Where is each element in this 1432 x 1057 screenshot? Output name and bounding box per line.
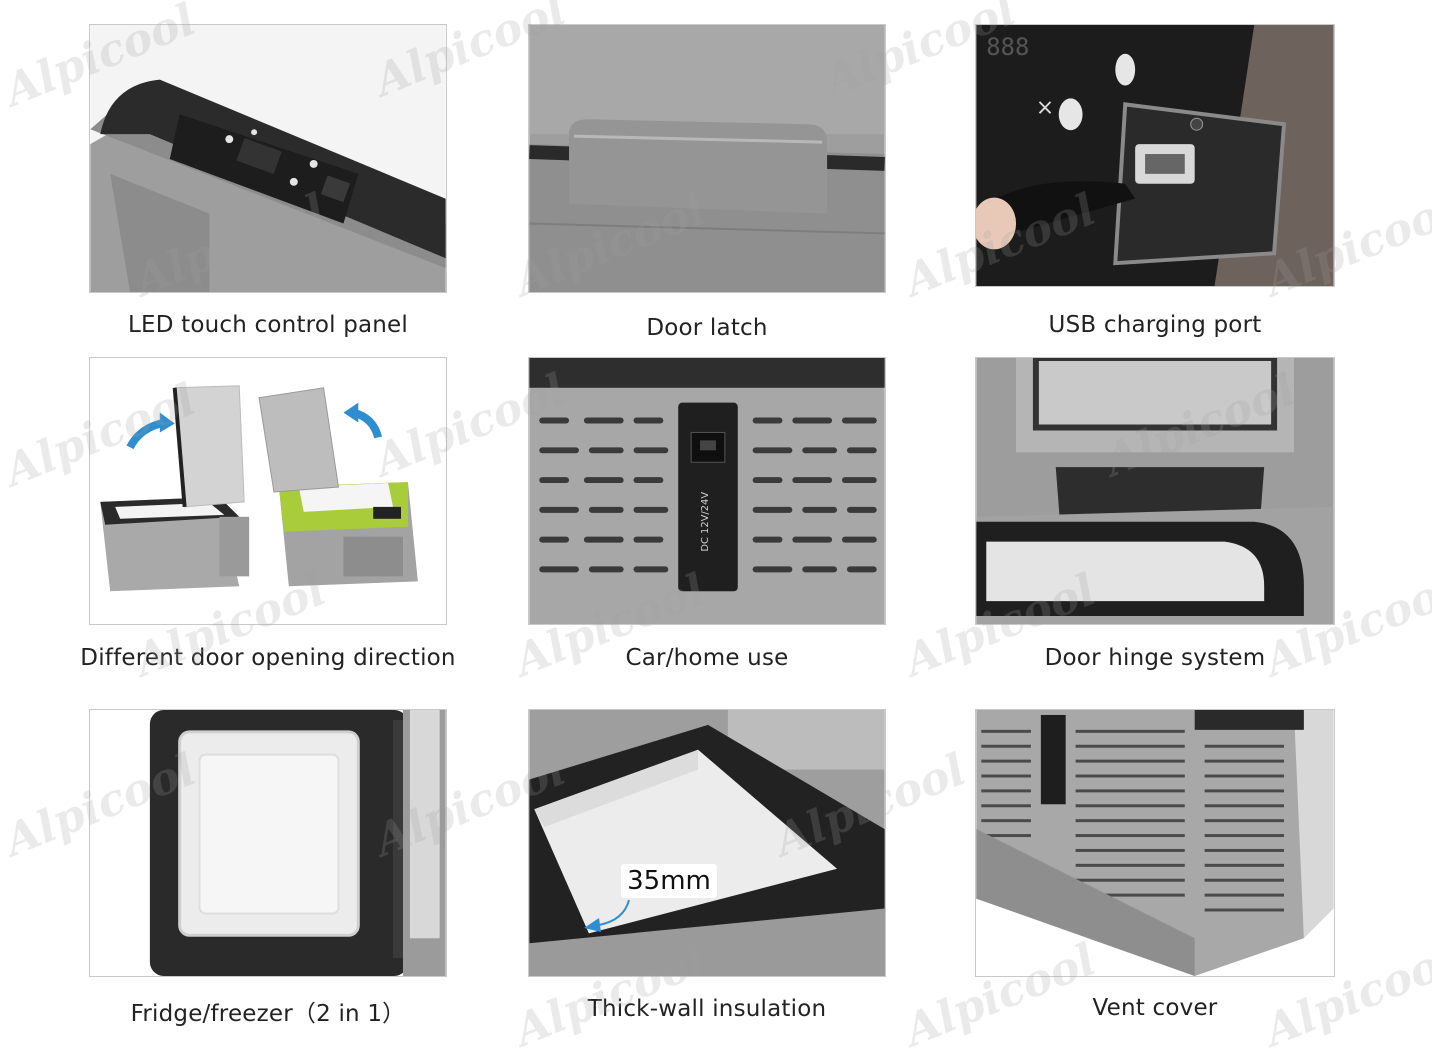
usb-port-photo: 888 × — [976, 25, 1334, 286]
photo-door-direction — [89, 357, 447, 625]
power-socket-photo: DC 12V/24V — [529, 358, 885, 624]
socket-label: DC 12V/24V — [700, 492, 711, 552]
vent-photo — [976, 710, 1334, 976]
interior-photo — [90, 710, 446, 976]
caption-door-hinge: Door hinge system — [1044, 645, 1266, 671]
photo-door-hinge — [975, 357, 1335, 625]
photo-usb-port: 888 × — [975, 24, 1335, 287]
photo-power-socket: DC 12V/24V — [528, 357, 886, 625]
svg-text:×: × — [1036, 95, 1054, 120]
photo-door-latch — [528, 24, 886, 293]
photo-vent-cover — [975, 709, 1335, 977]
insulation-arrow-icon — [584, 899, 630, 932]
photo-fridge-freezer — [89, 709, 447, 977]
photo-thick-wall-insulation — [528, 709, 886, 977]
photo-led-control-panel — [89, 24, 447, 293]
control-panel-photo — [90, 25, 446, 292]
door-direction-photo — [90, 358, 446, 624]
caption-door-latch: Door latch — [646, 315, 768, 341]
insulation-photo — [529, 710, 885, 976]
caption-fridge-freezer: Fridge/freezer（2 in 1） — [130, 1001, 406, 1027]
door-latch-photo — [529, 25, 885, 292]
hinge-photo — [976, 358, 1334, 624]
caption-led-control-panel: LED touch control panel — [127, 312, 409, 338]
caption-thick-wall-insulation: Thick-wall insulation — [587, 996, 827, 1022]
caption-vent-cover: Vent cover — [1092, 995, 1218, 1021]
insulation-thickness-label: 35mm — [621, 864, 717, 898]
svg-text:888: 888 — [986, 33, 1029, 61]
caption-car-home-use: Car/home use — [625, 645, 789, 671]
caption-door-direction: Different door opening direction — [80, 645, 456, 671]
caption-usb-port: USB charging port — [1048, 312, 1262, 338]
